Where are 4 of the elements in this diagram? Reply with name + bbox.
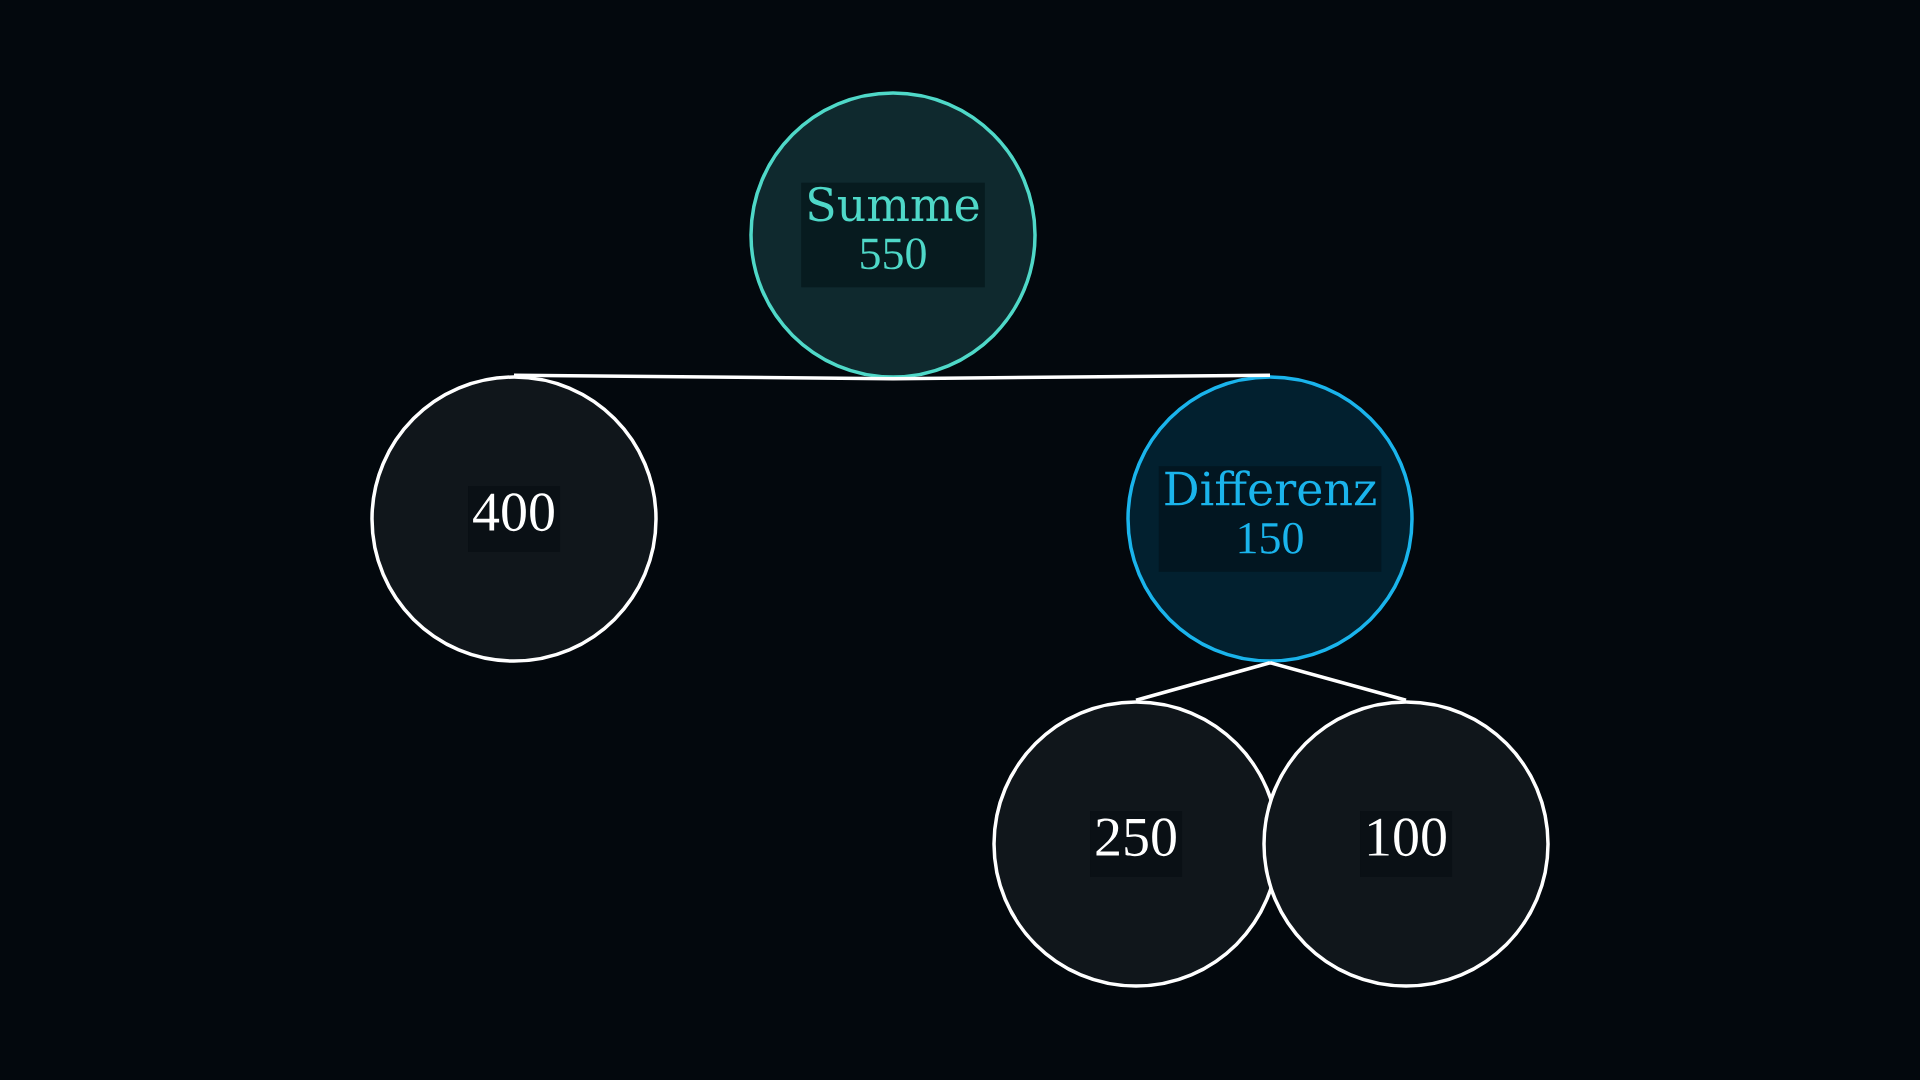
connector-line	[1269, 661, 1407, 702]
connector-line	[1135, 661, 1271, 702]
connector-line	[514, 373, 894, 381]
connector-line	[893, 373, 1271, 381]
